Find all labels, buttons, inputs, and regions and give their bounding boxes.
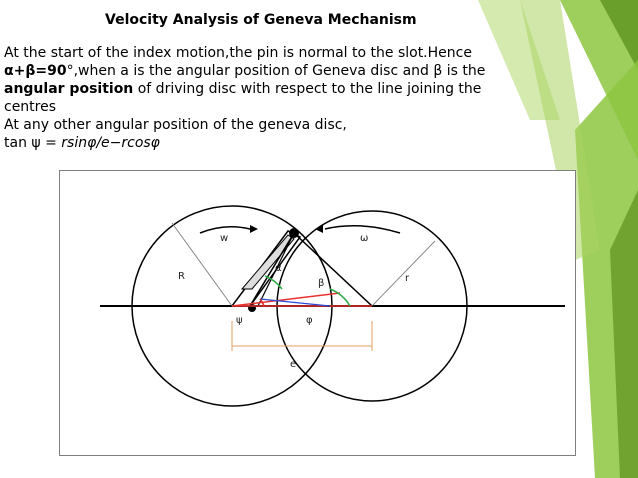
label-phi: φ [306, 315, 313, 326]
body-line-4: centres [4, 99, 57, 115]
w-arc [199, 226, 251, 234]
red-angle-line [231, 292, 341, 307]
body-line-3: angular position of driving disc with re… [4, 80, 534, 98]
alpha-beta-sum: α+β=90 [4, 63, 67, 79]
w-arrow-icon [250, 225, 258, 233]
geneva-mechanism-diagram: w ω R r α β ψ φ e [59, 170, 576, 456]
label-w: w [220, 233, 228, 244]
label-e: e [290, 359, 296, 370]
tan-psi-prefix: tan ψ = [4, 135, 62, 151]
slot [240, 234, 295, 290]
label-alpha: α [275, 263, 282, 274]
body-line-6: tan ψ = rsinφ/e−rcosφ [4, 134, 534, 152]
slide-title: Velocity Analysis of Geneva Mechanism [105, 12, 417, 28]
body-line-2: α+β=90°,when a is the angular position o… [4, 62, 534, 80]
crank-link [257, 232, 295, 307]
body-line-1: At the start of the index motion,the pin… [4, 45, 472, 61]
body-line-2-rest: °,when a is the angular position of Gene… [66, 63, 486, 79]
radius-R-line [171, 222, 233, 307]
psi-arc [259, 298, 265, 307]
tan-psi-formula: rsinφ/e−rcosφ [61, 135, 160, 151]
label-omega: ω [360, 233, 368, 244]
body-line-3-rest: of driving disc with respect to the line… [133, 81, 482, 97]
body-line-5: At any other angular position of the gen… [4, 117, 347, 133]
omega-arc [324, 225, 401, 234]
pivot-point [248, 304, 256, 312]
pin [289, 228, 299, 238]
label-r: r [405, 273, 410, 284]
alpha-arc [264, 275, 283, 290]
angular-position-term: angular position [4, 81, 134, 97]
radius-r-line [371, 240, 436, 307]
omega-arrow-icon [315, 225, 323, 233]
label-R: R [178, 271, 185, 282]
slide-body-text: At the start of the index motion,the pin… [4, 44, 534, 152]
label-beta: β [318, 278, 324, 289]
label-psi: ψ [236, 315, 243, 326]
beta-arc [329, 288, 351, 307]
blue-line [259, 298, 331, 307]
geneva-diagram-svg: w ω R r α β ψ φ e [100, 205, 565, 407]
